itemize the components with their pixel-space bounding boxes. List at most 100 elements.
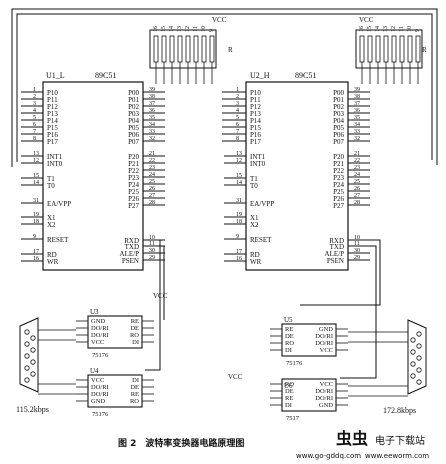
pin-number: 1	[33, 87, 36, 93]
pin-label: P07	[128, 138, 139, 146]
pin-label: P14	[47, 117, 58, 125]
pin-label: PSEN	[122, 257, 139, 265]
pin-label: P22	[333, 167, 344, 175]
pin-label: P00	[333, 89, 344, 97]
pin-label: P15	[250, 124, 261, 132]
resistor-pin-number: 14	[169, 26, 175, 32]
resnet-left-vcc: VCC	[212, 16, 227, 24]
pin-label: P27	[128, 202, 139, 210]
pin-label: P24	[128, 181, 139, 189]
pin-number: 2	[33, 94, 36, 100]
pin-label: X1	[250, 214, 259, 222]
pin-number: 9	[33, 234, 36, 240]
resistor	[367, 35, 373, 63]
db9-shell	[19, 317, 39, 393]
watermark-url2: www.eeworm.com	[365, 452, 429, 460]
transceiver-part: 75176	[92, 352, 109, 359]
transceiver-pin: DI	[285, 402, 292, 409]
pin-number: 26	[354, 186, 360, 192]
transceiver-pin: GND	[91, 318, 105, 325]
resistor-pin-number: 9	[415, 29, 421, 32]
rate-left: 115.2kbps	[16, 405, 49, 414]
figure-caption: 图 2 波特率变换器电路原理图	[118, 437, 244, 449]
resistor-pin-number: 15	[161, 26, 167, 32]
resnet-left-r: R	[228, 46, 233, 54]
db9-pin	[30, 335, 36, 341]
pin-number: 28	[354, 200, 360, 206]
pin-number: 23	[354, 165, 360, 171]
resistor	[383, 35, 389, 63]
resistor-pin-number: 9	[209, 29, 215, 32]
pin-number: 14	[236, 180, 242, 186]
u1-part: 89C51	[95, 71, 116, 80]
pin-number: 33	[149, 129, 155, 135]
transceiver-pin: RO	[285, 381, 294, 388]
transceiver-body	[87, 315, 143, 349]
pin-label: RESET	[47, 236, 69, 244]
pin-label: RD	[250, 251, 260, 259]
pin-label: WR	[250, 258, 262, 266]
pin-label: P25	[333, 188, 344, 196]
resistor-pin-number: 15	[367, 26, 373, 32]
pin-number: 12	[236, 158, 242, 164]
transceiver-label: U3	[90, 308, 99, 316]
db9-shell	[407, 319, 427, 395]
pin-label: P13	[250, 110, 261, 118]
pin-label: P04	[333, 117, 344, 125]
pin-number: 34	[149, 122, 155, 128]
pin-number: 24	[354, 172, 360, 178]
transceiver-pin: DO/RI	[315, 388, 333, 395]
pin-number: 5	[33, 115, 36, 121]
pin-label: P04	[128, 117, 139, 125]
pin-label: T1	[250, 175, 258, 183]
pin-label: P07	[333, 138, 344, 146]
watermark-url: www.go-gddq.com	[296, 452, 361, 460]
pin-label: P00	[128, 89, 139, 97]
u1-pin-group: P101P112P123P134P145P156P167P178INT113IN…	[21, 87, 165, 266]
pin-label: P14	[250, 117, 261, 125]
transceiver-pin: VCC	[91, 377, 104, 384]
pin-label: P15	[47, 124, 58, 132]
pin-number: 2	[236, 94, 239, 100]
transceiver-pin: GND	[319, 402, 333, 409]
pin-number: 29	[354, 255, 360, 261]
pin-label: P11	[47, 96, 58, 104]
db9-pin	[416, 367, 422, 373]
pin-label: P12	[47, 103, 58, 111]
transceiver-body	[281, 323, 337, 357]
pin-label: P17	[47, 138, 58, 146]
transceiver-pin: DO/RI	[91, 332, 109, 339]
pin-number: 3	[236, 101, 239, 107]
pin-number: 11	[354, 241, 360, 247]
resistor-pin-number: 11	[193, 26, 199, 32]
pin-label: X2	[250, 221, 259, 229]
pin-label: P12	[250, 103, 261, 111]
pin-number: 14	[33, 180, 39, 186]
u2-label: U2_H	[250, 71, 270, 80]
resnet-right-vcc: VCC	[359, 16, 374, 24]
db9-pin	[410, 361, 416, 367]
pin-number: 16	[33, 256, 39, 262]
resistor-pin-number: 13	[177, 26, 183, 32]
db9-pin	[410, 349, 416, 355]
transceiver-pin: DI	[285, 347, 292, 354]
transceiver-part: 75176	[92, 411, 109, 418]
pin-label: P16	[250, 131, 261, 139]
resistor	[415, 35, 421, 63]
transceiver-part: 75176	[286, 360, 303, 367]
pin-number: 24	[149, 172, 155, 178]
pin-label: P01	[333, 96, 344, 104]
resistor	[359, 35, 365, 63]
db9-pin	[24, 341, 30, 347]
pin-number: 37	[354, 101, 360, 107]
serial-wires	[143, 239, 381, 379]
pin-label: T1	[47, 175, 55, 183]
pin-number: 4	[33, 108, 36, 114]
pin-number: 21	[354, 151, 360, 157]
transceiver-pin: RO	[130, 332, 139, 339]
db9-pin	[24, 353, 30, 359]
pin-number: 39	[354, 87, 360, 93]
pin-number: 32	[149, 136, 155, 142]
transceiver-pin: DO/RI	[315, 333, 333, 340]
db9-pin	[30, 359, 36, 365]
